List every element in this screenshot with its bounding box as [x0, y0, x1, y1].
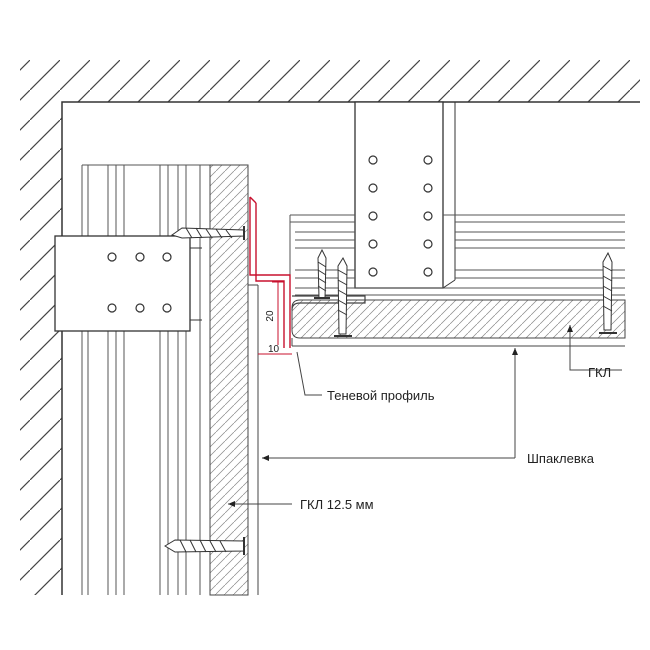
dimension-label-20: 20 [265, 310, 276, 322]
dimension-20: 20 [265, 281, 284, 345]
screw-ceiling-2 [334, 256, 352, 337]
label-shadow-profile: Теневой профиль [327, 388, 435, 403]
label-drywall-ceiling: ГКЛ [588, 365, 611, 380]
dimension-10: 10 [258, 344, 292, 355]
leader-shadow-profile [296, 351, 322, 396]
ceiling-hanger-bracket [354, 101, 456, 289]
dimension-label-10: 10 [268, 344, 280, 355]
shadow-profile [249, 196, 291, 348]
label-drywall-wall: ГКЛ 12.5 мм [300, 497, 374, 512]
leader-drywall-ceiling [567, 325, 622, 371]
ceiling-metal-profiles [289, 214, 625, 296]
bracket-base-plate [291, 295, 366, 311]
screw-ceiling-3 [599, 251, 617, 334]
label-putty: Шпаклевка [527, 451, 595, 466]
screw-ceiling-1 [314, 248, 330, 299]
screw-wall-upper [170, 226, 245, 240]
leader-putty [262, 348, 518, 461]
screw-wall-lower [164, 537, 245, 555]
wall-hanger-bracket [54, 235, 202, 332]
